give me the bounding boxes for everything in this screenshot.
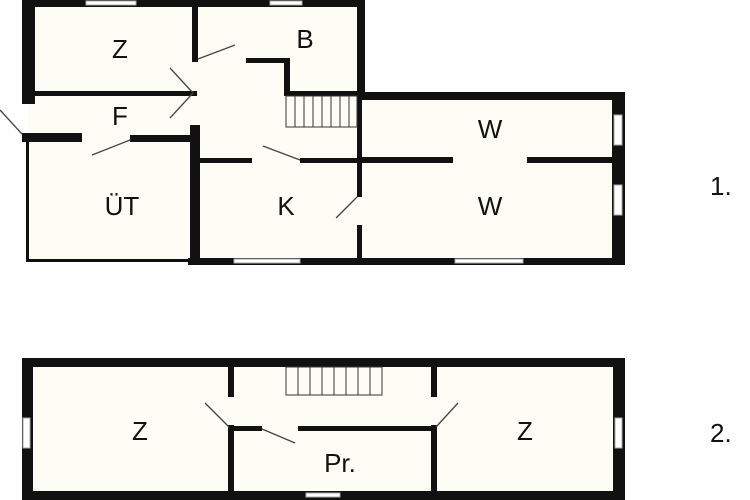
wall bbox=[228, 425, 234, 492]
room-label-z: Z bbox=[132, 416, 148, 446]
window bbox=[85, 0, 137, 6]
wall bbox=[22, 358, 625, 367]
wall bbox=[357, 0, 365, 98]
staircase bbox=[285, 366, 383, 396]
floor-1: Z B F ÜT K W W 1. bbox=[0, 0, 732, 265]
wall bbox=[284, 91, 360, 96]
wall bbox=[246, 58, 290, 63]
room-label-z: Z bbox=[517, 416, 533, 446]
floor-1-area bbox=[28, 4, 618, 262]
wall bbox=[26, 142, 29, 262]
wall bbox=[360, 157, 453, 163]
wall bbox=[284, 58, 290, 96]
wall bbox=[298, 426, 437, 431]
room-label-f: F bbox=[112, 101, 128, 131]
staircase bbox=[285, 95, 358, 128]
wall bbox=[35, 91, 197, 96]
wall bbox=[188, 258, 625, 265]
window bbox=[454, 258, 524, 264]
window bbox=[614, 417, 623, 449]
wall bbox=[192, 0, 198, 62]
room-label-w: W bbox=[478, 114, 503, 144]
door-swings bbox=[0, 44, 358, 219]
room-label-z: Z bbox=[112, 34, 128, 64]
floor-2: Z Pr. Z 2. bbox=[22, 358, 732, 500]
window bbox=[22, 417, 31, 449]
window bbox=[233, 258, 301, 264]
room-label-ut: ÜT bbox=[105, 191, 140, 221]
wall bbox=[300, 158, 360, 163]
floor-label-2: 2. bbox=[710, 418, 732, 448]
room-label-b: B bbox=[296, 24, 313, 54]
window bbox=[305, 492, 341, 498]
room-label-pr: Pr. bbox=[324, 448, 356, 478]
window bbox=[269, 0, 303, 6]
wall bbox=[228, 426, 262, 431]
wall bbox=[22, 0, 35, 104]
wall bbox=[357, 92, 625, 100]
wall bbox=[26, 259, 190, 262]
wall bbox=[200, 158, 252, 163]
wall bbox=[431, 425, 437, 492]
room-label-w: W bbox=[478, 191, 503, 221]
window bbox=[613, 184, 623, 216]
wall bbox=[357, 225, 362, 265]
wall bbox=[130, 135, 197, 142]
wall bbox=[190, 125, 200, 265]
wall bbox=[357, 95, 362, 197]
room-label-k: K bbox=[277, 191, 295, 221]
door-swings bbox=[204, 402, 459, 444]
floor-label-1: 1. bbox=[710, 171, 732, 201]
wall bbox=[22, 133, 82, 142]
wall bbox=[431, 367, 437, 397]
window bbox=[613, 114, 623, 146]
wall bbox=[527, 157, 615, 163]
wall bbox=[228, 367, 234, 397]
